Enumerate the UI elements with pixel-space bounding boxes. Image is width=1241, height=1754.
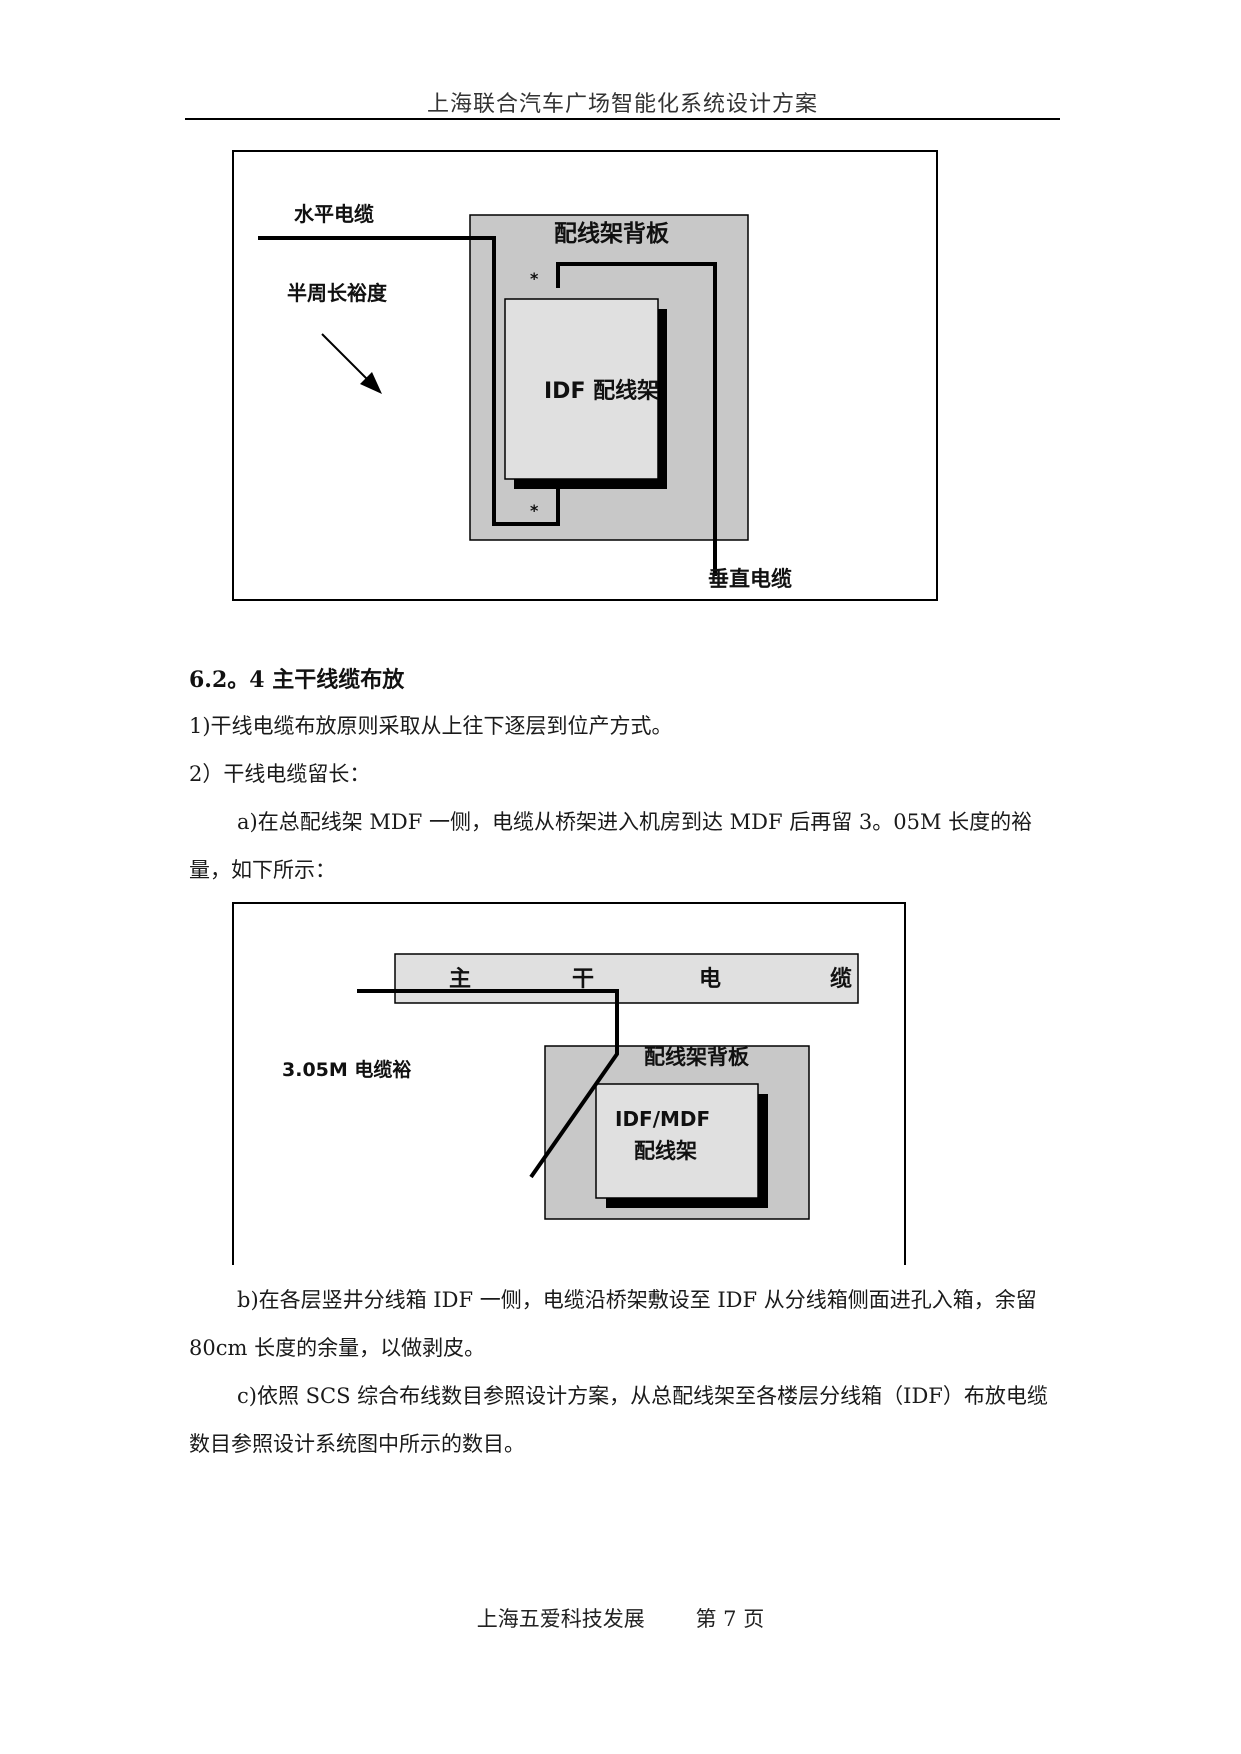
paragraph-2: 2）干线电缆留长： bbox=[189, 762, 371, 786]
idf-slack-svg: 水平电缆 半周长裕度 配线架背板 IDF 配线架 垂直电缆 * * bbox=[258, 202, 792, 591]
footer-company: 上海五爱科技发展 bbox=[476, 1607, 645, 1631]
trunk-char-4: 缆 bbox=[830, 966, 852, 992]
slack-label: 半周长裕度 bbox=[287, 281, 388, 305]
trunk-char-3: 电 bbox=[699, 967, 721, 992]
horizontal-cable-label: 水平电缆 bbox=[294, 202, 374, 226]
section-heading: 6.2。4 主干线缆布放 bbox=[189, 667, 405, 693]
mdf-slack-diagram: 主 干 电 缆 3.05M 电缆裕 配线架背板 IDF/MDF 配线架 bbox=[232, 902, 906, 1265]
mdf-rack bbox=[595, 1083, 759, 1199]
page-footer: 上海五爱科技发展 第 7 页 bbox=[0, 1603, 1241, 1633]
backboard-label: 配线架背板 bbox=[644, 1045, 750, 1069]
footer-page-number: 第 7 页 bbox=[695, 1607, 765, 1631]
backboard-label: 配线架背板 bbox=[554, 220, 670, 247]
slack-arrow-head bbox=[360, 372, 382, 394]
rack-label-line2: 配线架 bbox=[634, 1139, 697, 1163]
page-header-title: 上海联合汽车广场智能化系统设计方案 bbox=[426, 92, 818, 117]
paragraph-3: a)在总配线架 MDF 一侧，电缆从桥架进入机房到达 MDF 后再留 3。05M… bbox=[189, 810, 1033, 882]
marker-bottom: * bbox=[530, 501, 539, 520]
trunk-cable-bar bbox=[394, 953, 859, 1004]
paragraph-1: 1)干线电缆布放原则采取从上往下逐层到位产方式。 bbox=[189, 714, 673, 738]
paragraph-4: b)在各层竖井分线箱 IDF 一侧，电缆沿桥架敷设至 IDF 从分线箱侧面进孔入… bbox=[189, 1288, 1037, 1360]
slack-arrow-line bbox=[321, 333, 373, 385]
marker-top: * bbox=[530, 269, 539, 288]
idf-rack-label: IDF 配线架 bbox=[544, 378, 659, 404]
trunk-char-2: 干 bbox=[572, 967, 594, 992]
slack-label: 3.05M 电缆裕 bbox=[282, 1058, 411, 1081]
horizontal-cable-line bbox=[258, 236, 560, 526]
rack-label-line1: IDF/MDF bbox=[615, 1107, 710, 1131]
idf-slack-diagram: 水平电缆 半周长裕度 配线架背板 IDF 配线架 垂直电缆 * * bbox=[232, 150, 938, 601]
paragraph-5: c)依照 SCS 综合布线数目参照设计方案，从总配线架至各楼层分线箱（IDF）布… bbox=[189, 1384, 1048, 1456]
mdf-slack-svg: 主 干 电 缆 3.05M 电缆裕 配线架背板 IDF/MDF 配线架 bbox=[282, 953, 859, 1220]
header-divider bbox=[185, 118, 1060, 120]
idf-rack bbox=[504, 298, 659, 480]
vertical-cable-line bbox=[556, 262, 717, 576]
trunk-cable-line bbox=[357, 989, 619, 1179]
vertical-cable-label: 垂直电缆 bbox=[708, 567, 792, 591]
trunk-char-1: 主 bbox=[449, 967, 471, 992]
